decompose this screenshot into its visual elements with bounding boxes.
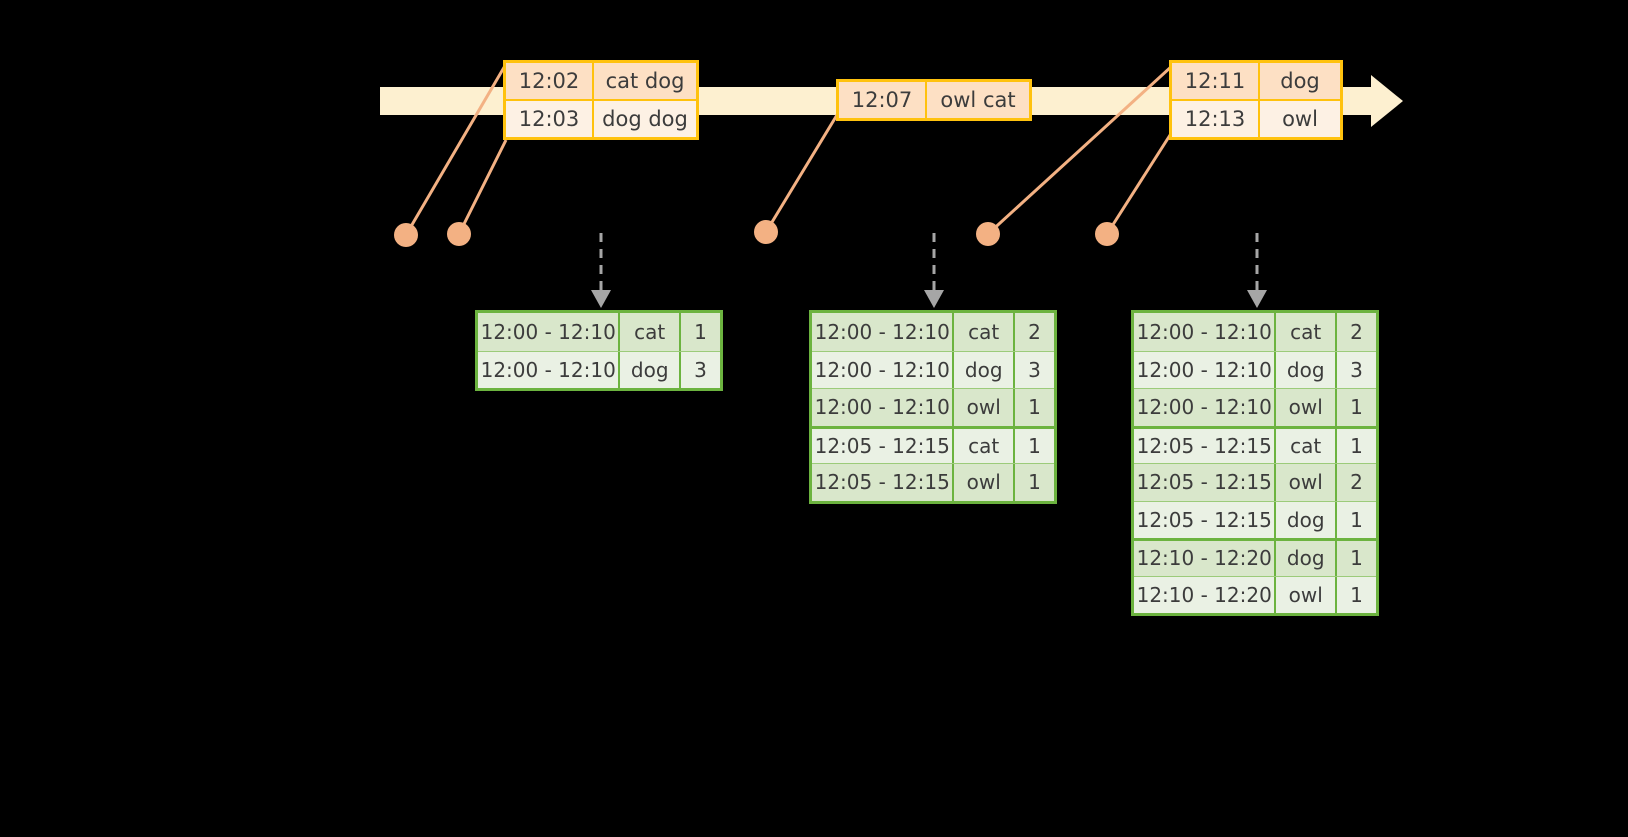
emit-arrow-2: [924, 233, 944, 308]
timeline-arrowhead: [1371, 75, 1403, 127]
event-time: 12:11: [1172, 63, 1260, 99]
cell-count: 1: [1350, 582, 1363, 607]
marker-dots: [394, 220, 1119, 247]
cell-window: 12:00 - 12:10: [812, 313, 955, 351]
cell-window: 12:00 - 12:10: [478, 351, 621, 388]
cell-window: 12:05 - 12:15: [812, 428, 955, 463]
cell-window: 12:00 - 12:10: [812, 351, 955, 388]
cell-count: 2: [1350, 470, 1363, 495]
cell-window: 12:05 - 12:15: [1134, 428, 1277, 463]
event-row: 12:07 owl cat: [839, 82, 1029, 118]
cell-window: 12:00 - 12:10: [812, 389, 955, 426]
event-words: cat dog: [605, 69, 685, 93]
leader-line-5: [1105, 131, 1174, 235]
cell-window: 12:00 - 12:10: [1134, 313, 1277, 351]
cell-count: 1: [1028, 470, 1041, 495]
cell-word: cat: [1276, 428, 1337, 463]
cell-word: dog: [954, 351, 1015, 388]
leader-line-3: [764, 109, 842, 233]
emit-arrow-3-head: [1247, 290, 1267, 308]
event-group-1[interactable]: 12:02 cat dog 12:03 dog dog: [503, 60, 699, 140]
event-row: 12:03 dog dog: [506, 99, 696, 137]
emit-arrows: [591, 233, 1267, 308]
cell-count: 1: [694, 319, 707, 344]
cell-window: 12:00 - 12:10: [1134, 389, 1277, 426]
cell-word: cat: [954, 428, 1015, 463]
event-words: dog: [1280, 69, 1320, 93]
cell-count: 1: [1350, 433, 1363, 458]
cell-word: owl: [954, 389, 1015, 426]
marker-dot-5[interactable]: [1095, 222, 1119, 246]
event-words: owl cat: [940, 88, 1016, 112]
cell-word: cat: [1276, 313, 1337, 351]
event-time: 12:07: [839, 82, 927, 118]
cell-window: 12:05 - 12:15: [1134, 464, 1277, 501]
cell-word: cat: [954, 313, 1015, 351]
cell-word: dog: [1276, 501, 1337, 538]
event-time: 12:03: [506, 101, 594, 137]
emit-arrow-1-head: [591, 290, 611, 308]
cell-count: 1: [1350, 507, 1363, 532]
cell-word: cat: [620, 313, 681, 351]
cell-word: dog: [1276, 351, 1337, 388]
cell-count: 1: [1028, 433, 1041, 458]
cell-count: 3: [1028, 357, 1041, 382]
cell-count: 2: [1350, 319, 1363, 344]
event-words: owl: [1282, 107, 1318, 131]
emit-arrow-3: [1247, 233, 1267, 308]
event-row: 12:13 owl: [1172, 99, 1340, 137]
event-words: dog dog: [602, 107, 688, 131]
cell-window: 12:00 - 12:10: [478, 313, 621, 351]
cell-window: 12:00 - 12:10: [1134, 351, 1277, 388]
cell-count: 2: [1028, 319, 1041, 344]
emit-arrow-1: [591, 233, 611, 308]
event-group-3[interactable]: 12:11 dog 12:13 owl: [1169, 60, 1343, 140]
marker-dot-1[interactable]: [394, 223, 418, 247]
event-group-2[interactable]: 12:07 owl cat: [836, 79, 1032, 121]
event-row: 12:11 dog: [1172, 63, 1340, 99]
cell-word: dog: [1276, 541, 1337, 576]
cell-word: owl: [954, 464, 1015, 501]
cell-window: 12:10 - 12:20: [1134, 576, 1277, 613]
cell-word: owl: [1276, 389, 1337, 426]
cell-count: 3: [694, 357, 707, 382]
cell-window: 12:05 - 12:15: [1134, 501, 1277, 538]
cell-count: 1: [1028, 395, 1041, 420]
emit-arrow-2-head: [924, 290, 944, 308]
cell-window: 12:05 - 12:15: [812, 464, 955, 501]
cell-count: 3: [1350, 357, 1363, 382]
event-row: 12:02 cat dog: [506, 63, 696, 99]
marker-dot-2[interactable]: [447, 222, 471, 246]
cell-window: 12:10 - 12:20: [1134, 541, 1277, 576]
leader-line-2: [457, 139, 508, 235]
event-time: 12:13: [1172, 101, 1260, 137]
cell-word: owl: [1276, 576, 1337, 613]
cell-word: dog: [620, 351, 681, 388]
cell-word: owl: [1276, 464, 1337, 501]
cell-count: 1: [1350, 546, 1363, 571]
marker-dot-4[interactable]: [976, 222, 1000, 246]
marker-dot-3[interactable]: [754, 220, 778, 244]
cell-count: 1: [1350, 395, 1363, 420]
event-time: 12:02: [506, 63, 594, 99]
